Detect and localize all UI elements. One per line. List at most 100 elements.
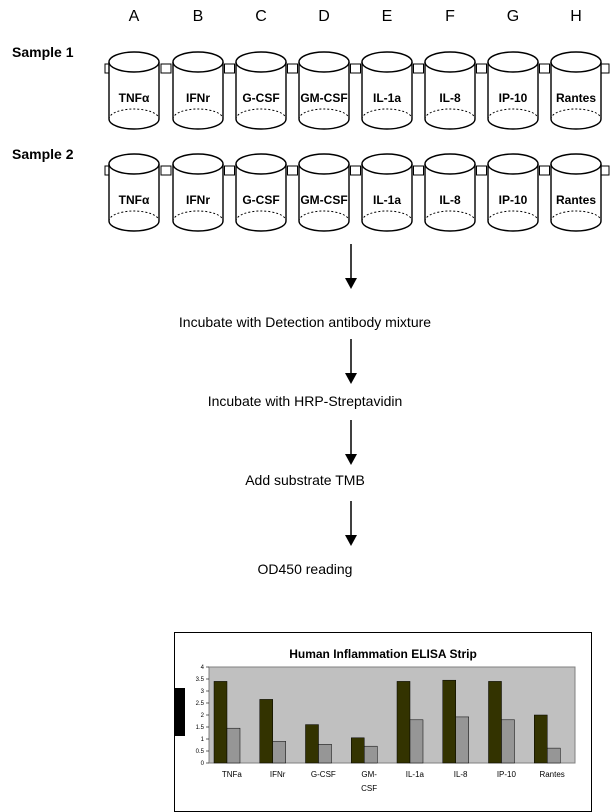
x-tick-label: G-CSF bbox=[311, 770, 336, 779]
column-letter-b: B bbox=[192, 8, 204, 25]
well: IFNr bbox=[172, 51, 224, 130]
connector-tab bbox=[287, 165, 298, 176]
bar bbox=[226, 727, 241, 764]
column-letter-g: G bbox=[506, 8, 520, 25]
x-tick-label: IL-8 bbox=[454, 770, 468, 779]
column-letter-f: F bbox=[445, 8, 455, 25]
well-label: IL-8 bbox=[439, 193, 461, 207]
well-label: IFNr bbox=[186, 91, 210, 105]
well: G-CSF bbox=[235, 51, 287, 130]
well: IP-10 bbox=[487, 153, 539, 232]
bar bbox=[409, 719, 424, 764]
column-letter-a: A bbox=[128, 8, 140, 25]
down-arrow-icon bbox=[345, 244, 357, 289]
well-label: IL-1a bbox=[373, 193, 401, 207]
step-detection-antibody: Incubate with Detection antibody mixture bbox=[178, 314, 432, 330]
x-tick-label: Rantes bbox=[539, 770, 564, 779]
elisa-chart: Human Inflammation ELISA Strip 0 0.5 1 1.5 2… bbox=[174, 632, 592, 812]
y-tick-label: 1.5 bbox=[196, 725, 205, 731]
well-label: IL-1a bbox=[373, 91, 401, 105]
x-tick-label: TNFa bbox=[222, 770, 243, 779]
step-hrp-streptavidin: Incubate with HRP-Streptavidin bbox=[207, 393, 403, 409]
well-label: IP-10 bbox=[499, 91, 528, 105]
sample-2-strip: TNFα IFNr G-CSF GM-CSF IL-1a IL-8 IP-10 Rantes bbox=[104, 153, 610, 232]
bar bbox=[364, 745, 378, 764]
connector-tab bbox=[224, 165, 235, 176]
well: GM-CSF bbox=[298, 51, 350, 130]
connector-tab bbox=[476, 63, 487, 74]
well-label: TNFα bbox=[119, 193, 150, 207]
well-label: IP-10 bbox=[499, 193, 528, 207]
step-od450-reading: OD450 reading bbox=[257, 561, 353, 577]
well-label: TNFα bbox=[119, 91, 150, 105]
legend-marker bbox=[175, 688, 185, 736]
sample-2-label: Sample 2 bbox=[12, 146, 74, 162]
x-tick-label: GM- bbox=[361, 770, 377, 779]
well-label: GM-CSF bbox=[300, 91, 347, 105]
well-label: IFNr bbox=[186, 193, 210, 207]
well-label: Rantes bbox=[556, 193, 596, 207]
bar bbox=[547, 747, 561, 764]
bar bbox=[396, 681, 411, 764]
down-arrow-icon bbox=[345, 501, 357, 546]
bar bbox=[455, 716, 469, 764]
bar bbox=[259, 699, 273, 764]
well: IL-1a bbox=[361, 51, 413, 130]
connector-tab bbox=[224, 63, 235, 74]
y-tick-label: 3 bbox=[201, 689, 205, 695]
bar bbox=[305, 724, 319, 764]
well-label: Rantes bbox=[556, 91, 596, 105]
connector-tab bbox=[350, 63, 361, 74]
connector-tab bbox=[413, 63, 424, 74]
bar bbox=[488, 681, 502, 764]
down-arrow-icon bbox=[345, 339, 357, 384]
bar bbox=[272, 741, 286, 764]
chart-title: Human Inflammation ELISA Strip bbox=[289, 647, 477, 661]
x-tick-label: IFNr bbox=[270, 770, 286, 779]
bar bbox=[501, 719, 515, 764]
bar bbox=[442, 679, 456, 764]
connector-tab bbox=[539, 63, 550, 74]
y-tick-label: 0 bbox=[201, 761, 205, 767]
column-letter-e: E bbox=[381, 8, 393, 25]
y-tick-label: 2.5 bbox=[196, 701, 205, 707]
well: IL-8 bbox=[424, 153, 476, 232]
connector-tab bbox=[413, 165, 424, 176]
connector-tab bbox=[350, 165, 361, 176]
well-label: GM-CSF bbox=[300, 193, 347, 207]
connector-tab bbox=[160, 63, 172, 74]
well-label: G-CSF bbox=[242, 193, 279, 207]
well-label: G-CSF bbox=[242, 91, 279, 105]
connector-tab bbox=[539, 165, 550, 176]
sample-1-label: Sample 1 bbox=[12, 44, 74, 60]
connector-tab bbox=[287, 63, 298, 74]
well: G-CSF bbox=[235, 153, 287, 232]
column-letter-c: C bbox=[255, 8, 267, 25]
well: IL-8 bbox=[424, 51, 476, 130]
bar bbox=[318, 744, 332, 764]
down-arrow-icon bbox=[345, 420, 357, 465]
x-tick-label: IP-10 bbox=[497, 770, 517, 779]
x-tick-label: IL-1a bbox=[406, 770, 425, 779]
connector-tab bbox=[476, 165, 487, 176]
well: IFNr bbox=[172, 153, 224, 232]
y-tick-label: 1 bbox=[201, 737, 205, 743]
well: TNFα bbox=[108, 51, 160, 130]
well: GM-CSF bbox=[298, 153, 350, 232]
y-tick-label: 0.5 bbox=[196, 749, 205, 755]
well: TNFα bbox=[108, 153, 160, 232]
bar bbox=[351, 737, 365, 764]
bar bbox=[534, 714, 548, 764]
sample-1-strip: TNFα IFNr G-CSF GM-CSF IL-1a IL-8 IP-10 Rantes bbox=[104, 51, 610, 130]
well: Rantes bbox=[550, 51, 602, 130]
y-tick-label: 3.5 bbox=[196, 677, 205, 683]
well: IP-10 bbox=[487, 51, 539, 130]
connector-tab bbox=[160, 165, 172, 176]
well-label: IL-8 bbox=[439, 91, 461, 105]
well: Rantes bbox=[550, 153, 602, 232]
y-tick-label: 4 bbox=[201, 665, 205, 671]
step-substrate-tmb: Add substrate TMB bbox=[245, 472, 365, 488]
column-letter-h: H bbox=[570, 8, 582, 25]
well: IL-1a bbox=[361, 153, 413, 232]
